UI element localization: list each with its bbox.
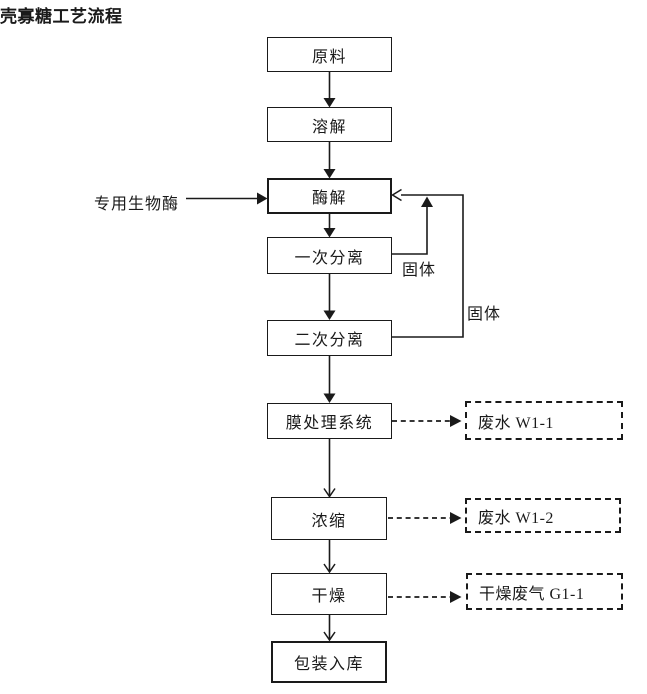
enzyme-input-label: 专用生物酶: [94, 196, 180, 213]
emission-box-wastewater-w1-2: 废水 W1-2: [465, 498, 621, 533]
recycle-line-first-separation: [392, 196, 433, 255]
arrow-first-to-second-separation: [323, 274, 336, 320]
arrow-dissolve-to-enzymolysis: [323, 142, 336, 179]
arrow-enzymolysis-to-first-separation: [323, 214, 336, 238]
flow-box-membrane-treatment: 膜处理系统: [267, 403, 392, 439]
arrow-raw-to-dissolve: [323, 72, 336, 108]
solid-recycle-label-2: 固体: [467, 306, 502, 323]
flow-box-concentration: 浓缩: [271, 497, 387, 540]
flow-box-first-separation: 一次分离: [267, 237, 392, 274]
page-title: 壳寡糖工艺流程: [0, 7, 123, 26]
flow-box-dissolution: 溶解: [267, 107, 392, 142]
arrow-enzyme-input: [186, 192, 268, 205]
arrow-drying-to-exhaust: [388, 591, 462, 603]
flow-box-enzymolysis: 酶解: [267, 178, 392, 214]
arrow-second-separation-to-membrane: [323, 356, 336, 403]
emission-box-wastewater-w1-1: 废水 W1-1: [465, 401, 623, 440]
arrow-membrane-to-wastewater1: [392, 415, 462, 427]
recycle-line-second-separation: [391, 188, 464, 338]
arrow-concentration-to-wastewater2: [388, 512, 462, 524]
emission-box-drying-exhaust-g1-1: 干燥废气 G1-1: [466, 573, 623, 610]
arrow-membrane-to-concentration: [323, 439, 336, 498]
solid-recycle-label-1: 固体: [402, 262, 437, 279]
flow-box-raw-material: 原料: [267, 37, 392, 72]
flow-box-second-separation: 二次分离: [267, 320, 392, 356]
arrow-drying-to-packaging: [323, 615, 336, 642]
flow-box-drying: 干燥: [271, 573, 387, 615]
arrow-concentration-to-drying: [323, 540, 336, 574]
flow-box-packaging: 包装入库: [271, 641, 387, 683]
